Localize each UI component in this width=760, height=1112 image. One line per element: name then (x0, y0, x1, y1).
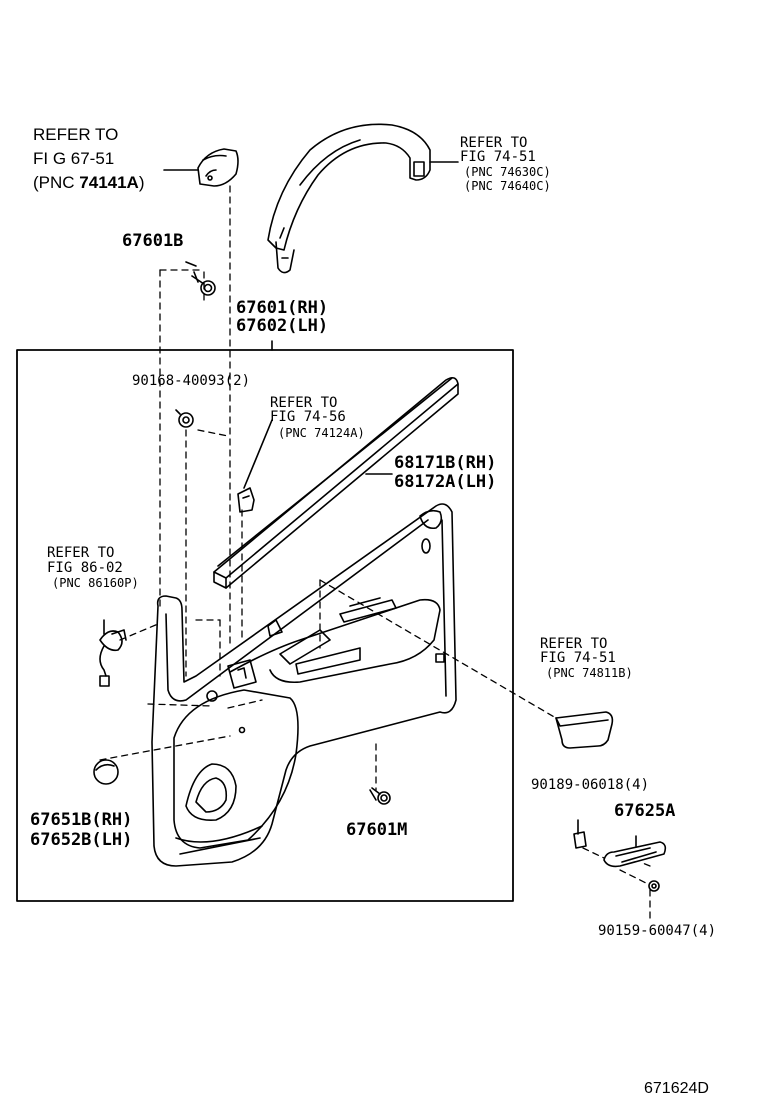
screw-icon (175, 409, 194, 428)
drawing-id: 671624D (644, 1080, 709, 1097)
refer-6751-code: 74141A (79, 173, 139, 192)
refer-8602-line2: FIG 86-02 (47, 560, 123, 576)
refer-7456-line3: (PNC 74124A) (278, 426, 365, 440)
weatherstrip-icon (213, 376, 459, 589)
part-67601m: 67601M (346, 820, 408, 840)
part-67651b: 67651B(RH) (30, 810, 133, 830)
refer-6751-suffix: ) (138, 173, 145, 192)
part-67625a: 67625A (614, 801, 676, 821)
courtesy-lamp-icon (99, 619, 127, 687)
refer-6751-line1: REFER TO (33, 125, 119, 144)
refer-8602-line3: (PNC 86160P) (52, 576, 139, 590)
refer-6751-prefix: (PNC (33, 173, 80, 192)
part-68171b: 68171B(RH) (394, 453, 497, 473)
refer-8602-line1: REFER TO (47, 545, 115, 561)
inside-handle-icon (603, 835, 667, 868)
clip-icon (573, 819, 587, 849)
part-90159: 90159-60047(4) (598, 923, 717, 939)
part-67601-rh: 67601(RH) (236, 298, 329, 318)
screw-icon (648, 880, 660, 892)
refer-7451-top-line4: (PNC 74640C) (464, 179, 551, 193)
refer-7451-mid-line3: (PNC 74811B) (546, 666, 633, 680)
switch-icon (227, 659, 257, 689)
assembly-frame (16, 349, 514, 902)
pull-handle-cup-icon (555, 711, 614, 749)
refer-7451-top-line1: REFER TO (460, 135, 528, 151)
refer-7456-line1: REFER TO (270, 395, 338, 411)
refer-6751-line3: (PNC 74141A) (33, 174, 145, 191)
refer-7451-top-line3: (PNC 74630C) (464, 165, 551, 179)
part-90168: 90168-40093(2) (132, 373, 251, 389)
part-90189: 90189-06018(4) (531, 777, 650, 793)
speaker-cover-icon (93, 759, 119, 785)
part-67602-lh: 67602(LH) (236, 316, 329, 336)
bracket-icon (237, 487, 255, 513)
refer-7451-mid-line2: FIG 74-51 (540, 650, 616, 666)
assist-grip-icon (267, 123, 431, 274)
refer-7451-mid-line1: REFER TO (540, 636, 608, 652)
cover-cap-icon (197, 148, 239, 187)
part-67652b: 67652B(LH) (30, 830, 133, 850)
part-67601b-top: 67601B (122, 231, 184, 251)
refer-6751-line2: FI G 67-51 (33, 149, 115, 168)
clip-icon (369, 787, 391, 805)
clip-icon (191, 271, 216, 296)
refer-7456-line2: FIG 74-56 (270, 409, 346, 425)
refer-7451-top-line2: FIG 74-51 (460, 149, 536, 165)
door-trim-panel-icon (151, 503, 457, 867)
part-68172a: 68172A(LH) (394, 472, 497, 492)
